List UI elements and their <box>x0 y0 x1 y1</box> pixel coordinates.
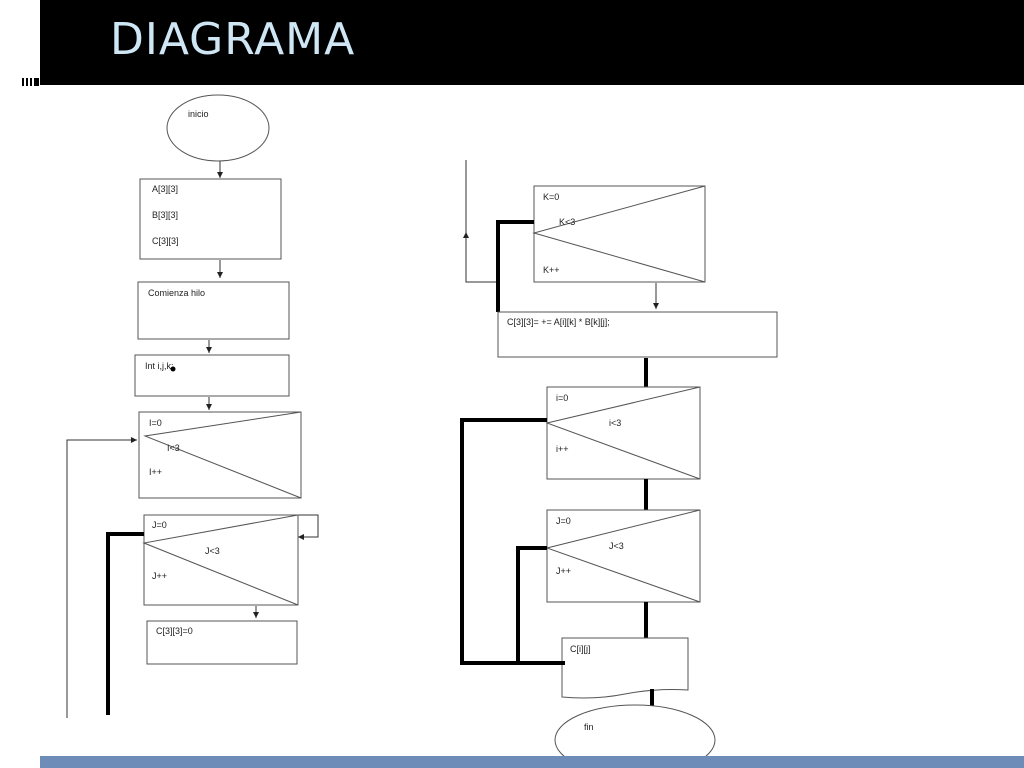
thread-label: Comienza hilo <box>148 288 205 298</box>
loop4-init: i=0 <box>556 393 568 403</box>
slide-title: DIAGRAMA <box>110 14 356 65</box>
init-c-label: C[3][3]=0 <box>156 626 193 636</box>
loop2-cond: J<3 <box>205 546 220 556</box>
loop4-box <box>546 386 701 480</box>
end-terminal <box>554 704 716 768</box>
loop5-cond: J<3 <box>609 541 624 551</box>
loop1-inc: I++ <box>149 467 162 477</box>
vars-box <box>134 354 290 397</box>
loop2-box <box>143 514 299 606</box>
bottom-bar <box>40 756 1024 768</box>
vars-label: Int i,j,k; <box>145 361 174 371</box>
loop2-init: J=0 <box>152 520 167 530</box>
decorative-ticks <box>22 78 42 86</box>
loop3-cond: K<3 <box>559 217 575 227</box>
start-terminal <box>166 94 270 162</box>
declaration-c: C[3][3] <box>152 236 179 246</box>
title-bar: DIAGRAMA <box>40 0 1024 85</box>
end-label: fin <box>584 722 594 732</box>
loop5-box <box>546 509 701 603</box>
output-label: C[i][j] <box>570 644 591 654</box>
loop5-init: J=0 <box>556 516 571 526</box>
declaration-a: A[3][3] <box>152 184 178 194</box>
loop4-cond: i<3 <box>609 418 621 428</box>
loop1-box <box>138 411 302 499</box>
loop1-init: I=0 <box>149 418 162 428</box>
output-document <box>561 637 689 699</box>
thread-box <box>137 281 290 340</box>
compute-label: C[3][3]= += A[i][k] * B[k][j]; <box>507 317 610 327</box>
loop5-inc: J++ <box>556 566 571 576</box>
compute-box <box>497 311 778 358</box>
loop3-inc: K++ <box>543 265 560 275</box>
start-label: inicio <box>188 109 209 119</box>
loop3-box <box>533 185 706 283</box>
declaration-b: B[3][3] <box>152 210 178 220</box>
loop2-inc: J++ <box>152 571 167 581</box>
loop1-cond: I<3 <box>167 443 180 453</box>
init-c-box <box>146 620 298 665</box>
loop3-init: K=0 <box>543 192 559 202</box>
declarations-box <box>139 178 282 260</box>
loop4-inc: i++ <box>556 444 569 454</box>
